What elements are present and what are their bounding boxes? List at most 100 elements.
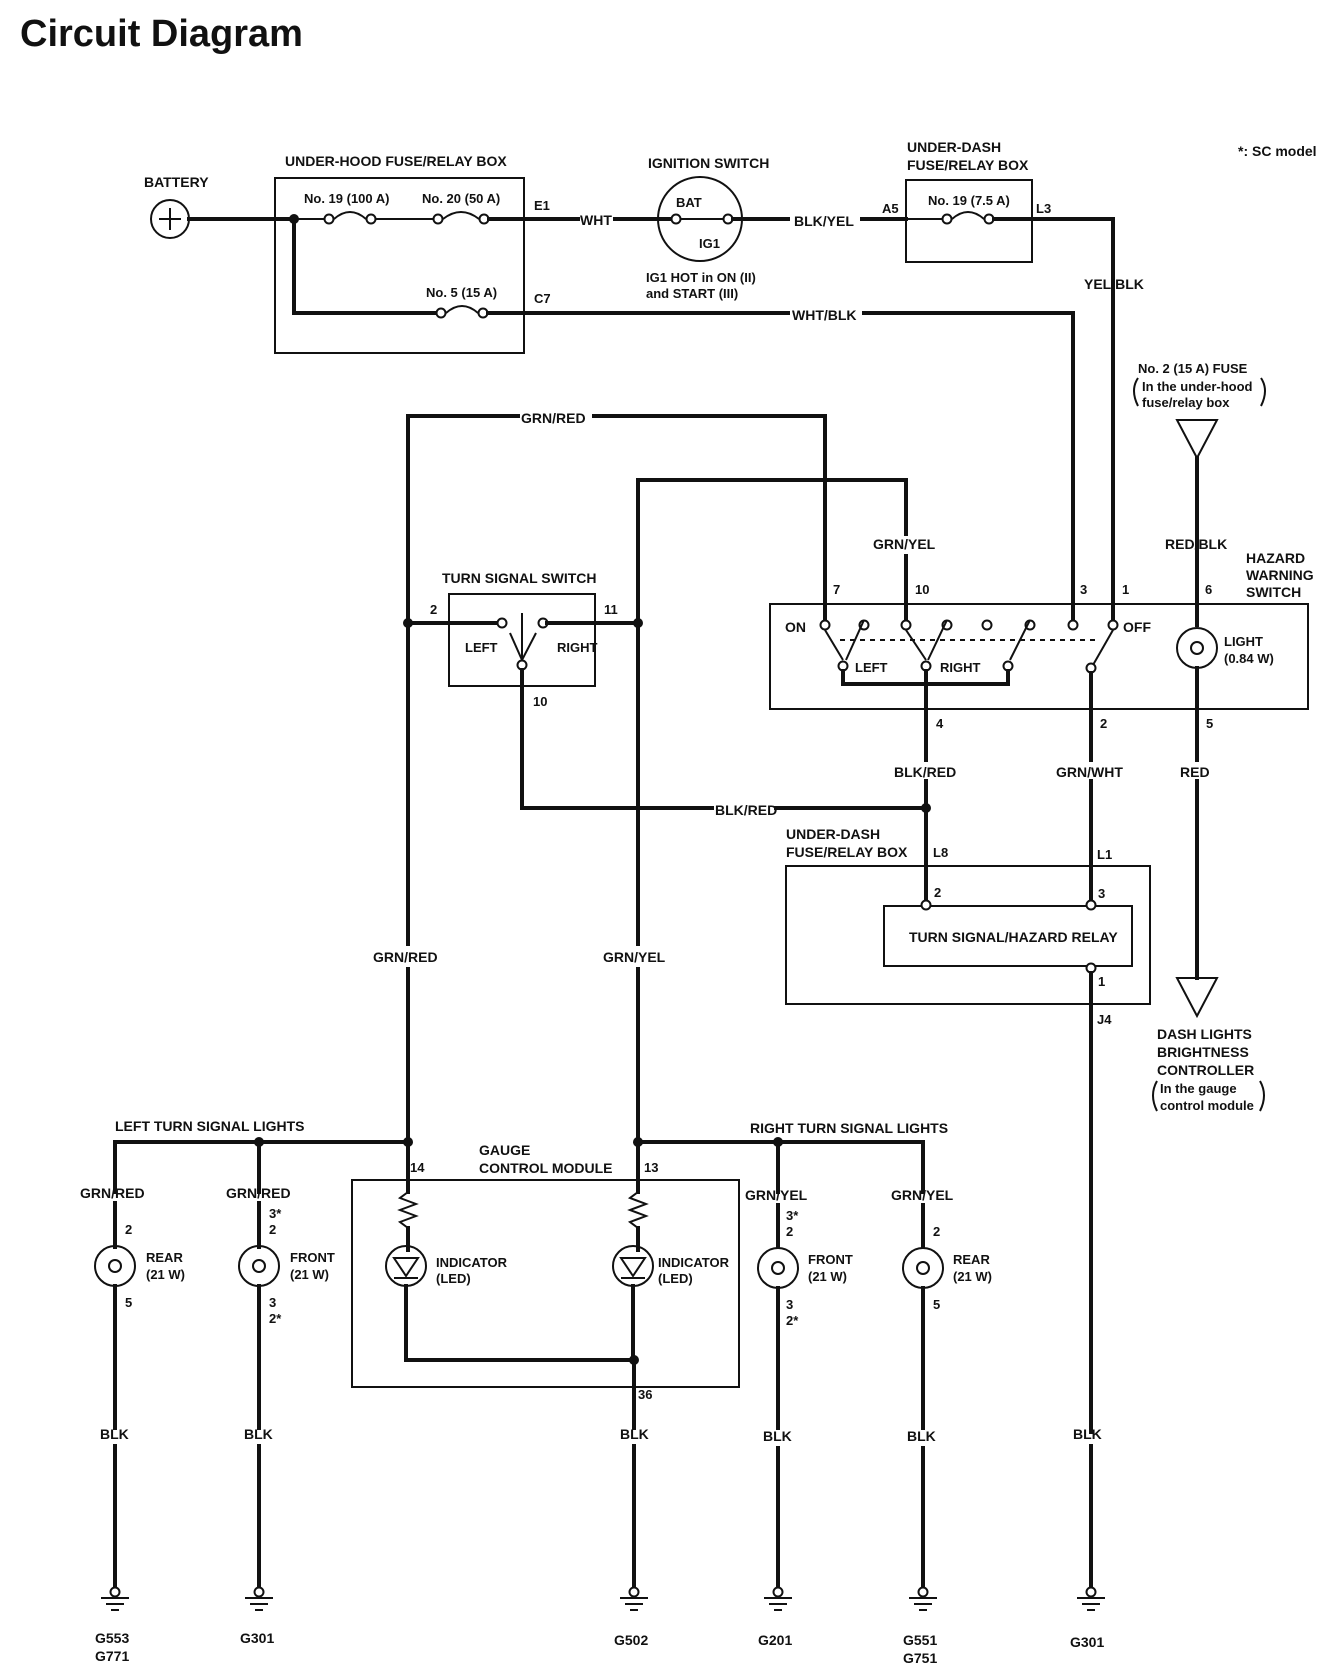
hazard-warning-switch: HAZARD WARNING SWITCH 7 10 3 1 6 ON OFF [769,550,1314,731]
tss-left-label: LEFT [465,640,498,655]
hws-left-label: LEFT [855,660,888,675]
relay-pin-1: 1 [1098,974,1105,989]
hws-pin-7: 7 [833,582,840,597]
svg-text:5: 5 [933,1297,940,1312]
wire-blk-lf: BLK [244,1426,273,1442]
hws-light-label-1: LIGHT [1224,634,1263,649]
indicator-led-right-icon [612,1245,654,1287]
tss-pin-2: 2 [430,602,437,617]
svg-text:2: 2 [269,1222,276,1237]
svg-text:2*: 2* [786,1313,799,1328]
ignition-note-line1: IG1 HOT in ON (II) [646,270,756,285]
gauge-label-1: GAUGE [479,1142,530,1158]
wire-grn-yel-rr: GRN/YEL [891,1187,954,1203]
wire-blk-rf: BLK [763,1428,792,1444]
terminal-l1: L1 [1097,847,1112,862]
underdash-relay-label-2: FUSE/RELAY BOX [786,844,908,860]
sc-model-note: *: SC model [1238,143,1317,159]
gauge-pin-36: 36 [638,1387,652,1402]
right-turn-signal-lights-label: RIGHT TURN SIGNAL LIGHTS [750,1120,948,1136]
terminal-l3: L3 [1036,201,1051,216]
ignition-bat-label: BAT [676,195,702,210]
hazard-fuse: No. 2 (15 A) FUSE In the under-hood fuse… [1133,361,1266,461]
lamp-right-front-label: FRONT [808,1252,853,1267]
hws-blade-icon [824,629,844,661]
tss-right-label: RIGHT [557,640,598,655]
lamp-right-rear-watt: (21 W) [953,1269,992,1284]
lamp-right-rear: GRN/YEL 2 REAR (21 W) 5 BLK [891,1140,992,1590]
wire-blk-red-hws: BLK/RED [894,764,956,780]
fuse-20-label: No. 20 (50 A) [422,191,500,206]
fuse-19-terminal [323,213,335,225]
hws-off-label: OFF [1123,619,1151,635]
fuse-20-icon [442,211,480,220]
ground-icon [101,1586,129,1611]
fuse-5-label: No. 5 (15 A) [426,285,497,300]
underdash-top-label-1: UNDER-DASH [907,139,1001,155]
terminal-j4: J4 [1097,1012,1112,1027]
hazard-switch-label-1: HAZARD [1246,550,1305,566]
underdash-fuse-19-icon [951,211,985,220]
underdash-fuse-box-top: UNDER-DASH FUSE/RELAY BOX No. 19 (7.5 A)… [882,139,1051,263]
bulb-left-rear-icon [94,1245,136,1287]
hws-right-label: RIGHT [940,660,981,675]
lamp-right-front: GRN/YEL 3* 2 FRONT (21 W) 3 2* BLK [745,1140,853,1590]
ground-g751: G751 [903,1650,937,1666]
tss-pin-11: 11 [604,602,618,617]
hazard-switch-label-2: WARNING [1246,567,1314,583]
ground-icon [764,1586,792,1611]
lamp-left-rear-label: REAR [146,1250,183,1265]
gauge-resistor-right-icon [627,1191,649,1229]
indicator-right-label: INDICATOR [658,1255,730,1270]
dash-controller-line2: BRIGHTNESS [1157,1044,1249,1060]
ground-icon [909,1586,937,1611]
bulb-right-rear-icon [902,1247,944,1289]
wire-grn-yel-top: GRN/YEL [873,536,936,552]
ground-g301-left: G301 [240,1630,274,1646]
dash-controller-line5: control module [1160,1098,1254,1113]
dash-controller-paren-right [1259,1080,1265,1112]
relay-label: TURN SIGNAL/HAZARD RELAY [909,929,1118,945]
hws-light-label-2: (0.84 W) [1224,651,1274,666]
tss-pin-10: 10 [533,694,547,709]
lamp-right-rear-label: REAR [953,1252,990,1267]
hazard-switch-label-3: SWITCH [1246,584,1301,600]
wire-grn-wht: GRN/WHT [1056,764,1123,780]
wire-red: RED [1180,764,1210,780]
dash-controller-line1: DASH LIGHTS [1157,1026,1252,1042]
indicator-left-label: INDICATOR [436,1255,508,1270]
hws-pin-10: 10 [915,582,929,597]
dash-controller-line4: In the gauge [1160,1081,1237,1096]
terminal-e1: E1 [534,198,550,213]
ground-g502: G502 [614,1632,648,1648]
ground-icon [245,1586,273,1611]
hws-pin-4: 4 [936,716,944,731]
hazard-fuse-paren-right [1260,377,1266,407]
terminal-l8: L8 [933,845,948,860]
battery: BATTERY [144,174,296,239]
svg-text:2: 2 [125,1222,132,1237]
svg-text:3*: 3* [269,1206,282,1221]
turn-signal-switch-label: TURN SIGNAL SWITCH [442,570,597,586]
gauge-pin-14: 14 [410,1160,425,1175]
indicator-right-led: (LED) [658,1271,693,1286]
wire-grn-yel-rf: GRN/YEL [745,1187,808,1203]
page-title: Circuit Diagram [20,13,303,55]
wire-grn-red-lr: GRN/RED [80,1185,145,1201]
gauge-label-2: CONTROL MODULE [479,1160,613,1176]
ground-g301-right: G301 [1070,1634,1104,1650]
dash-controller-triangle-icon [1175,977,1219,1019]
gauge-resistor-left-icon [397,1191,419,1229]
hws-pin-6: 6 [1205,582,1212,597]
ignition-ig1-label: IG1 [699,236,720,251]
fuse-triangle-icon [1175,419,1219,461]
gauge-control-module: GAUGE CONTROL MODULE 14 13 36 INDICATOR … [351,1140,740,1402]
underdash-top-label-2: FUSE/RELAY BOX [907,157,1029,173]
underhood-box-label: UNDER-HOOD FUSE/RELAY BOX [285,153,507,169]
svg-text:3*: 3* [786,1208,799,1223]
ground-symbols [101,1586,1105,1611]
svg-text:3: 3 [786,1297,793,1312]
wire-red-blk: RED/BLK [1165,536,1227,552]
